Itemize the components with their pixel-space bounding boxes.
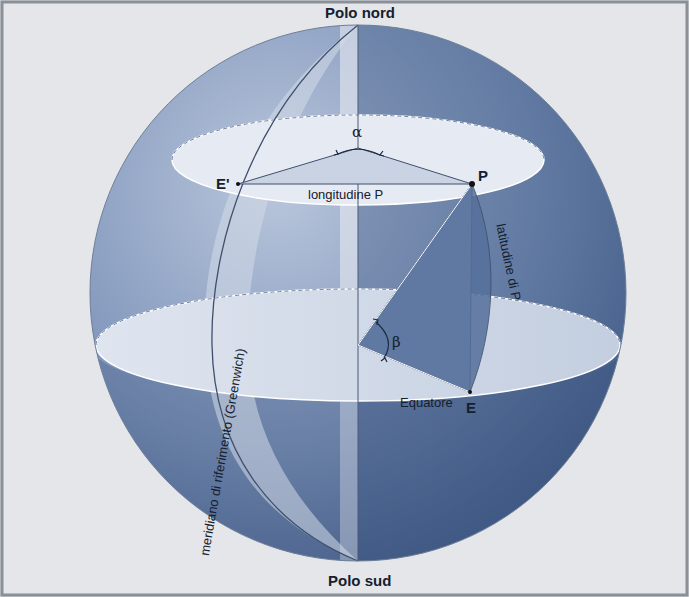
pole-label: Polo nord xyxy=(325,5,395,22)
arc-label: longitudine P xyxy=(308,188,383,202)
point-label: P xyxy=(478,168,488,185)
angle-label: α xyxy=(352,124,362,141)
circle-label: Equatore xyxy=(400,396,453,410)
point-label: E xyxy=(466,400,476,417)
angle-label: β xyxy=(392,334,401,351)
pole-label: Polo sud xyxy=(328,573,391,590)
point-label: E' xyxy=(216,176,230,193)
